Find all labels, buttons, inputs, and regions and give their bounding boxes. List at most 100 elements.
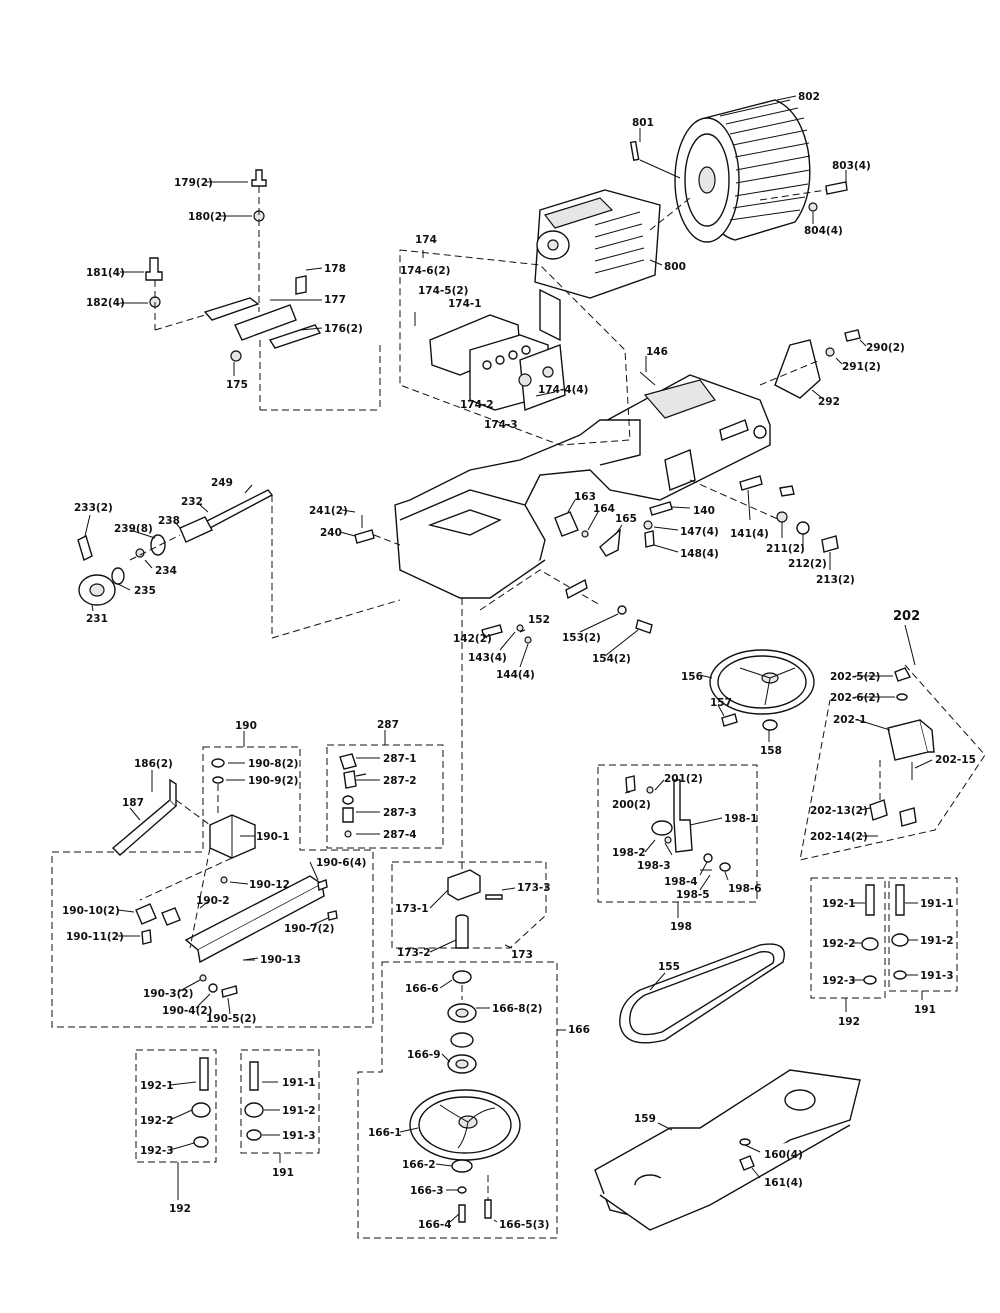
callout-192-right: 192 [838, 1016, 860, 1028]
rod-187 [111, 778, 211, 856]
callout-182: 182(4) [86, 297, 125, 309]
callout-161: 161(4) [764, 1177, 803, 1189]
callout-174-2: 174-2 [460, 399, 494, 411]
callout-164: 164 [593, 503, 615, 515]
callout-190-7: 190-7(2) [284, 923, 335, 935]
callout-178: 178 [324, 263, 346, 275]
callout-191-3-left: 191-3 [282, 1130, 316, 1142]
callout-202-6: 202-6(2) [830, 692, 881, 704]
callout-144: 144(4) [496, 669, 535, 681]
callout-233: 233(2) [74, 502, 113, 514]
callout-190-6: 190-6(4) [316, 857, 367, 869]
callout-190-2: 190-2 [196, 895, 230, 907]
callout-191-right: 191 [914, 1004, 936, 1016]
callout-191-3-right: 191-3 [920, 970, 954, 982]
callout-235: 235 [134, 585, 156, 597]
callout-801: 801 [632, 117, 654, 129]
callout-174-4: 174-4(4) [538, 384, 589, 396]
callout-802: 802 [798, 91, 820, 103]
callout-249: 249 [211, 477, 233, 489]
callout-147: 147(4) [680, 526, 719, 538]
callout-800: 800 [664, 261, 686, 273]
callout-148: 148(4) [680, 548, 719, 560]
callout-202-1: 202-1 [833, 714, 867, 726]
callout-174-6: 174-6(2) [400, 265, 451, 277]
callout-240: 240 [320, 527, 342, 539]
callout-201: 201(2) [664, 773, 703, 785]
guide-bracket-202 [799, 664, 986, 861]
callout-176: 176(2) [324, 323, 363, 335]
blade-guide-arm-190 [51, 746, 374, 1028]
callout-187: 187 [122, 797, 144, 809]
callout-191-2-left: 191-2 [282, 1105, 316, 1117]
callout-155: 155 [658, 961, 680, 973]
callout-239: 239(8) [114, 523, 153, 535]
callout-174-1: 174-1 [448, 298, 482, 310]
callout-177: 177 [324, 294, 346, 306]
callout-190-8: 190-8(2) [248, 758, 299, 770]
callout-287-3: 287-3 [383, 807, 417, 819]
callout-181: 181(4) [86, 267, 125, 279]
callout-166-3: 166-3 [410, 1185, 444, 1197]
tension-assembly-198 [597, 764, 758, 903]
callout-190-4: 190-4(2) [162, 1005, 213, 1017]
callout-159: 159 [634, 1113, 656, 1125]
callout-191-1-right: 191-1 [920, 898, 954, 910]
callout-190-1: 190-1 [256, 831, 290, 843]
callout-231: 231 [86, 613, 108, 625]
callout-213: 213(2) [816, 574, 855, 586]
callout-174-5: 174-5(2) [418, 285, 469, 297]
callout-804: 804(4) [804, 225, 843, 237]
callout-287: 287 [377, 719, 399, 731]
callout-192-1-right: 192-1 [822, 898, 856, 910]
callout-202-14: 202-14(2) [810, 831, 868, 843]
callout-292: 292 [818, 396, 840, 408]
callout-166: 166 [568, 1024, 590, 1036]
callout-192-left: 192 [169, 1203, 191, 1215]
callout-152: 152 [528, 614, 550, 626]
bottom-plate [594, 1069, 861, 1231]
callout-803: 803(4) [832, 160, 871, 172]
callout-190-3: 190-3(2) [143, 988, 194, 1000]
callout-157: 157 [710, 697, 732, 709]
callout-186: 186(2) [134, 758, 173, 770]
motor-assembly [534, 99, 848, 342]
callout-191-1-left: 191-1 [282, 1077, 316, 1089]
callout-192-2-right: 192-2 [822, 938, 856, 950]
callout-202: 202 [893, 609, 920, 624]
callout-163: 163 [574, 491, 596, 503]
callout-179: 179(2) [174, 177, 213, 189]
guide-191-right [888, 877, 958, 992]
callout-238: 238 [158, 515, 180, 527]
callout-192-3-right: 192-3 [822, 975, 856, 987]
callout-191-left: 191 [272, 1167, 294, 1179]
callout-166-6: 166-6 [405, 983, 439, 995]
callout-192-2-left: 192-2 [140, 1115, 174, 1127]
callout-190-10: 190-10(2) [62, 905, 120, 917]
feed-screw-assembly [77, 489, 401, 639]
callout-198-2: 198-2 [612, 847, 646, 859]
callout-198: 198 [670, 921, 692, 933]
callout-146: 146 [646, 346, 668, 358]
callout-166-9: 166-9 [407, 1049, 441, 1061]
callout-156: 156 [681, 671, 703, 683]
small-block [354, 515, 401, 546]
callout-191-2-right: 191-2 [920, 935, 954, 947]
callout-212: 212(2) [788, 558, 827, 570]
callout-202-5: 202-5(2) [830, 671, 881, 683]
callout-241: 241(2) [309, 505, 348, 517]
callout-173-1: 173-1 [395, 903, 429, 915]
cover-plate [759, 329, 861, 399]
drive-wheel [709, 649, 815, 731]
bracket-163 [554, 511, 621, 557]
main-frame [394, 371, 771, 599]
callout-287-2: 287-2 [383, 775, 417, 787]
callout-141: 141(4) [730, 528, 769, 540]
guide-192-right [810, 877, 886, 999]
callout-192-3-left: 192-3 [140, 1145, 174, 1157]
valve-287 [326, 744, 444, 849]
callout-198-3: 198-3 [637, 860, 671, 872]
callout-190-13: 190-13 [260, 954, 301, 966]
